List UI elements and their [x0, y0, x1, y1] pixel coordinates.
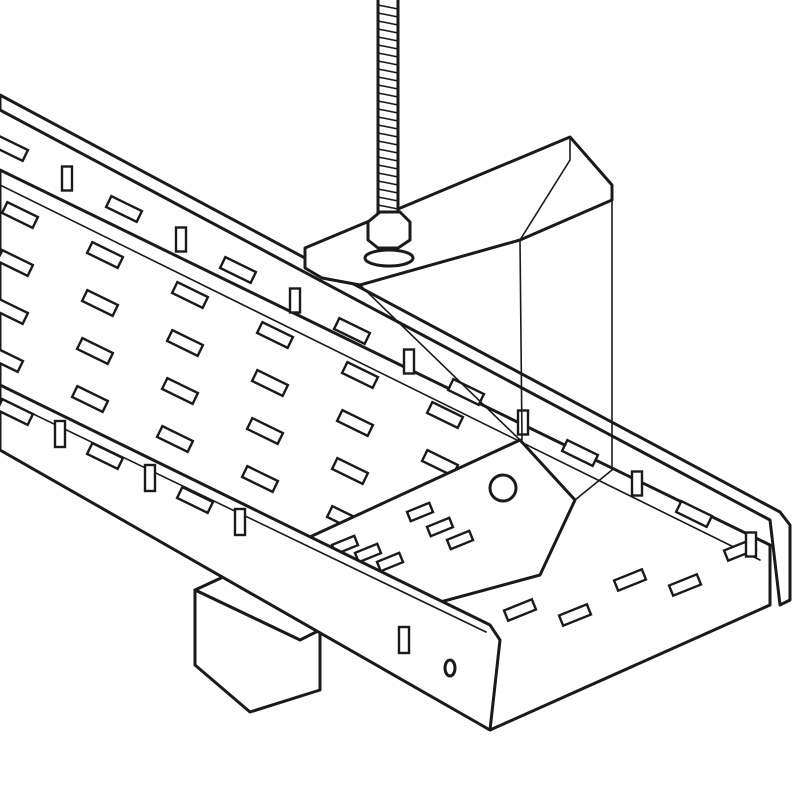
thread-line [377, 28, 399, 34]
hex-nut [363, 210, 415, 268]
floor-slot [85, 240, 125, 270]
thread-line [377, 76, 399, 82]
front-slot [143, 463, 157, 493]
back-slot [332, 316, 372, 346]
floor-slot [0, 248, 35, 278]
floor-slot [165, 328, 205, 358]
nut-body [366, 210, 412, 250]
thread-line [377, 84, 399, 90]
tray-back-wall [0, 93, 792, 607]
front-slot [53, 419, 67, 449]
thread-line [377, 92, 399, 98]
back-slot [60, 165, 74, 192]
thread-line [377, 44, 399, 50]
thread-line [377, 148, 399, 154]
thread-line [377, 108, 399, 114]
floor-slot [667, 572, 703, 598]
thread-line [377, 100, 399, 106]
rod-body [376, 0, 400, 232]
floor-slot [0, 296, 30, 326]
floor-slot [255, 320, 295, 350]
thread-line [377, 156, 399, 162]
bracket-inner-edge [519, 136, 571, 441]
front-slot [0, 397, 35, 427]
back-slot [104, 194, 144, 224]
bracket-diagonal-edge [359, 284, 521, 441]
thread-line [377, 68, 399, 74]
thread-line [377, 4, 399, 10]
back-slot [630, 470, 644, 497]
back-slot [446, 377, 486, 407]
floor-slot [425, 400, 465, 430]
thread-line [377, 164, 399, 170]
thread-line [377, 188, 399, 194]
floor-slot [557, 602, 593, 628]
back-slot [560, 438, 600, 468]
rod-threads [377, 4, 399, 210]
thread-line [377, 180, 399, 186]
bolt-head [488, 473, 518, 503]
floor-slot [330, 456, 370, 486]
front-slot [233, 507, 247, 537]
plate-slot [375, 551, 405, 573]
floor-slot [70, 384, 110, 414]
thread-line [377, 132, 399, 138]
thread-line [377, 60, 399, 66]
thread-line [377, 52, 399, 58]
back-slot [744, 531, 758, 558]
thread-line [377, 196, 399, 202]
back-slot [674, 499, 714, 529]
back-slot [174, 226, 188, 253]
floor-slot [250, 368, 290, 398]
front-slot [175, 485, 215, 515]
tray-front-slots [0, 397, 411, 655]
front-slot [85, 441, 125, 471]
floor-slot [155, 424, 195, 454]
floor-slot [240, 464, 280, 494]
floor-slot [335, 408, 375, 438]
back-slot [0, 133, 30, 163]
thread-line [377, 12, 399, 18]
thread-line [377, 124, 399, 130]
washer [363, 248, 415, 268]
plate-slot [353, 542, 383, 564]
front-slot [397, 625, 411, 655]
plate-slot [425, 516, 455, 538]
plate-slot [405, 501, 435, 523]
back-slot [218, 255, 258, 285]
floor-slot [170, 280, 210, 310]
floor-slot [75, 336, 115, 366]
thread-line [377, 20, 399, 26]
tray-hole [443, 658, 457, 678]
tray-front-wall [0, 383, 502, 732]
support-plate-flange [193, 588, 322, 714]
floor-slot [612, 567, 648, 593]
back-slot [516, 409, 530, 436]
floor-slot [502, 597, 538, 623]
tray-front-side [0, 383, 502, 732]
thread-line [377, 116, 399, 122]
tray-floor-edge [0, 184, 761, 561]
back-slot [288, 287, 302, 314]
thread-line [377, 140, 399, 146]
thread-line [377, 172, 399, 178]
floor-slot [340, 360, 380, 390]
threaded-rod [376, 0, 400, 232]
floor-slot [160, 376, 200, 406]
bracket-vertical-edge [574, 199, 613, 501]
floor-slot [245, 416, 285, 446]
floor-slot [0, 200, 40, 230]
plate-slot [445, 529, 475, 551]
floor-slot [0, 344, 25, 374]
thread-line [377, 36, 399, 42]
back-slot [402, 348, 416, 375]
floor-slot [80, 288, 120, 318]
bracket-top-arm [303, 135, 614, 287]
thread-line [377, 204, 399, 210]
tray-back-wall-slots [0, 133, 758, 558]
